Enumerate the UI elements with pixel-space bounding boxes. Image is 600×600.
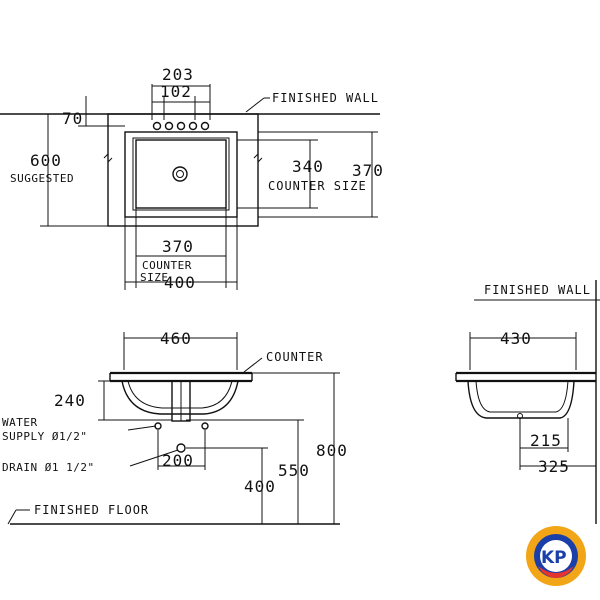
- counter-label-front: COUNTER: [266, 350, 324, 364]
- counter-label-bottom: COUNTER: [142, 259, 192, 272]
- finished-wall-side-label: FINISHED WALL: [484, 283, 591, 297]
- dim-460: 460: [160, 329, 192, 348]
- dim-800: 800: [316, 441, 348, 460]
- dim-215: 215: [530, 431, 562, 450]
- counter-size-right: COUNTER SIZE: [268, 179, 367, 193]
- dim-102: 102: [160, 82, 192, 101]
- finished-wall-label: FINISHED WALL: [272, 91, 379, 105]
- brand-logo: KP: [526, 526, 586, 586]
- finished-floor-label: FINISHED FLOOR: [34, 503, 149, 517]
- dim-400-front: 400: [244, 477, 276, 496]
- drain-label: DRAIN Ø1 1/2": [2, 461, 95, 474]
- dim-325: 325: [538, 457, 570, 476]
- dim-203: 203: [162, 65, 194, 84]
- suggested-label: SUGGESTED: [10, 172, 74, 185]
- size-label-bottom: SIZE: [140, 271, 169, 284]
- dim-430: 430: [500, 329, 532, 348]
- dim-340: 340: [292, 157, 324, 176]
- dim-400-top: 400: [164, 273, 196, 292]
- water-label: WATER: [2, 416, 38, 429]
- dim-600: 600: [30, 151, 62, 170]
- logo-text: KP: [541, 548, 567, 568]
- side-view: FINISHED WALL 430 215 325: [455, 280, 600, 524]
- dim-370-bottom: 370: [162, 237, 194, 256]
- front-view: 460 COUNTER 240 WATER SUPPLY Ø1/2" DRAIN…: [2, 329, 348, 525]
- supply-label: SUPPLY Ø1/2": [2, 430, 87, 443]
- logo-accent: [538, 566, 574, 578]
- logo-center: [540, 540, 572, 572]
- dim-70: 70: [62, 109, 83, 128]
- top-view: FINISHED WALL 203 102 70: [0, 65, 384, 292]
- dim-370-right: 370: [352, 161, 384, 180]
- dim-200: 200: [162, 451, 194, 470]
- dim-550: 550: [278, 461, 310, 480]
- dim-240: 240: [54, 391, 86, 410]
